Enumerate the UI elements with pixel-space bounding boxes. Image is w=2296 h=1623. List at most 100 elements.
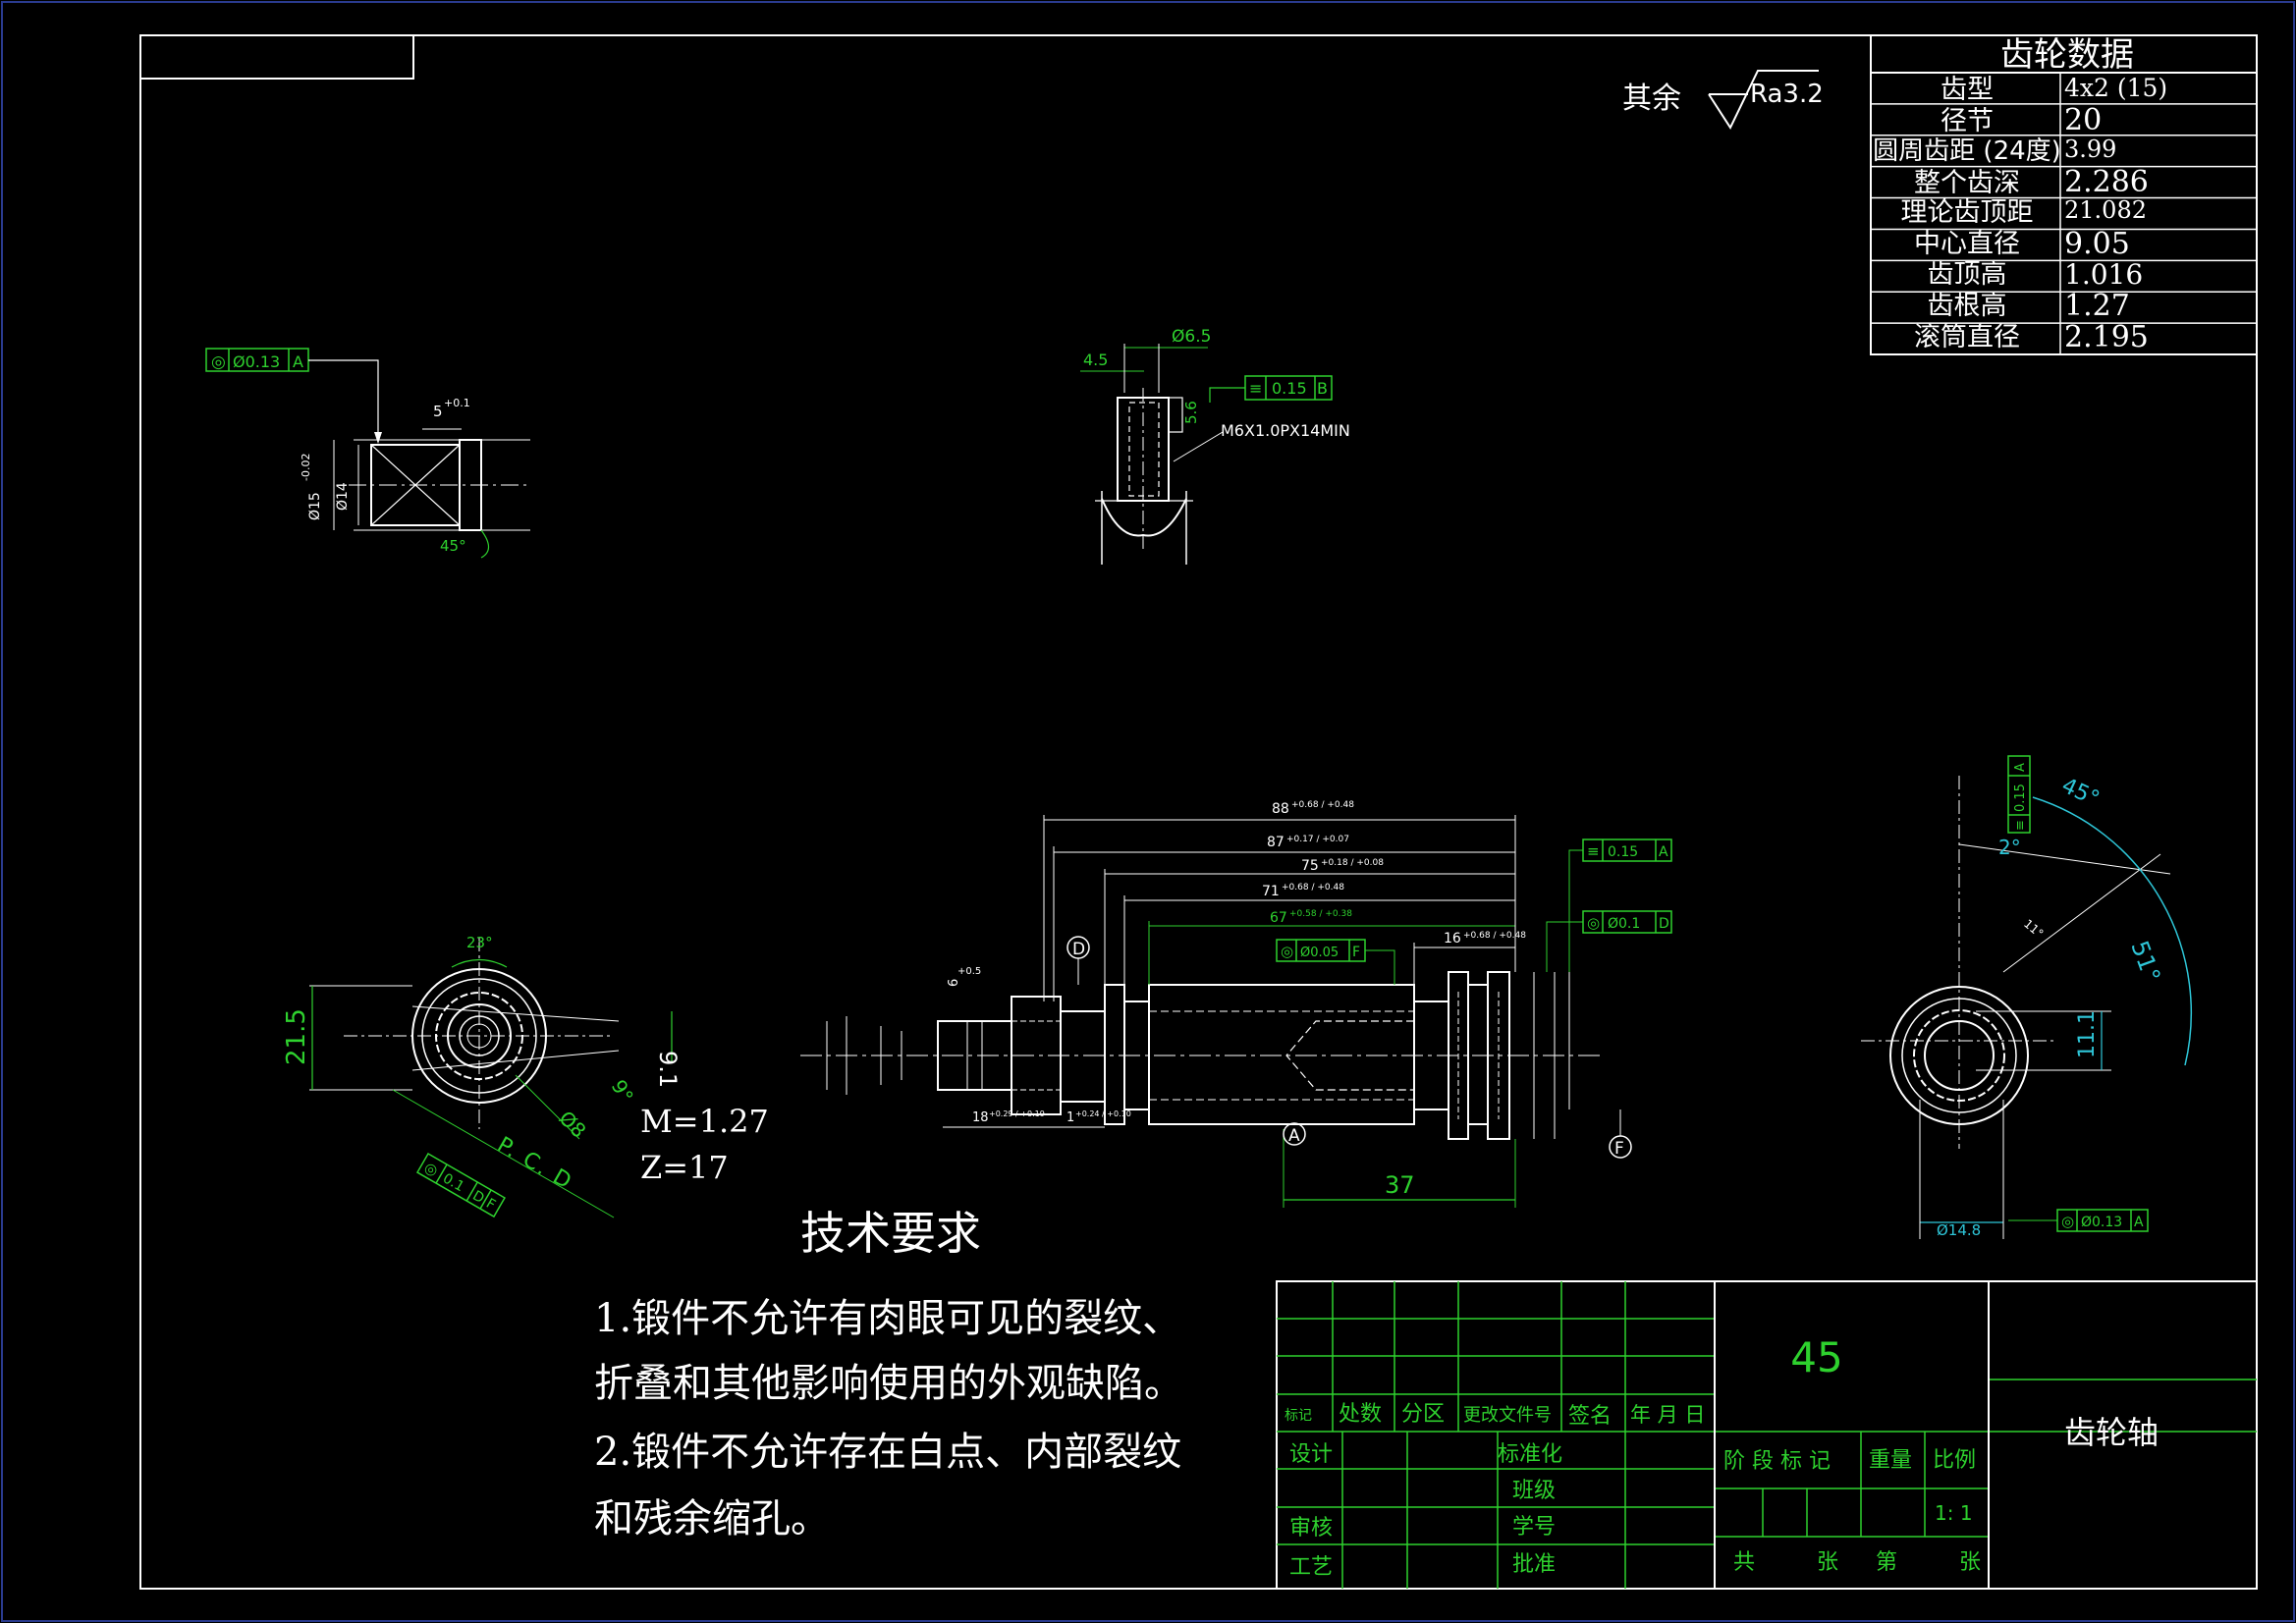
- svg-text:67: 67: [1270, 910, 1287, 926]
- svg-text:5.6: 5.6: [1182, 401, 1200, 424]
- svg-text:21.5: 21.5: [282, 1008, 311, 1065]
- svg-text:张: 张: [1959, 1550, 1981, 1575]
- gear-front-view: 23° 21.5 9.1 9° Ø8 P. C. D ◎ 0.1 D F: [282, 934, 682, 1218]
- svg-text:+0.18 / +0.08: +0.18 / +0.08: [1321, 858, 1384, 868]
- svg-text:4x2 (15): 4x2 (15): [2064, 74, 2167, 102]
- svg-text:18: 18: [972, 1110, 989, 1125]
- svg-text:A: A: [2013, 763, 2028, 772]
- datum-marker: F: [1609, 1109, 1632, 1159]
- part-name: 齿轮轴: [2064, 1414, 2159, 1451]
- tolerance-frame: ◎ Ø0.1 D: [1546, 910, 1672, 972]
- tolerance-frame: ◎ Ø0.05 F: [1276, 939, 1395, 985]
- roughness-note: 其余 Ra3.2: [1622, 70, 1824, 131]
- gear-table-row: 整个齿深 2.286: [1914, 165, 2149, 199]
- svg-text:2°: 2°: [1998, 836, 2021, 859]
- datum-marker: A: [1283, 1122, 1306, 1146]
- svg-text:37: 37: [1385, 1171, 1415, 1199]
- concentricity-icon: ◎: [1281, 943, 1293, 960]
- svg-text:径节: 径节: [1941, 106, 1994, 136]
- svg-text:齿型: 齿型: [1941, 75, 1994, 105]
- svg-text:9°: 9°: [607, 1076, 638, 1108]
- technical-requirements: 技术要求 1.锻件不允许有肉眼可见的裂纹、 折叠和其他影响使用的外观缺陷。 2.…: [594, 1207, 1183, 1542]
- svg-text:1: 1: [1066, 1110, 1074, 1125]
- scale-value: 1: 1: [1935, 1501, 1973, 1525]
- svg-text:分区: 分区: [1401, 1402, 1445, 1427]
- svg-text:阶 段 标 记: 阶 段 标 记: [1723, 1449, 1831, 1474]
- roughness-prefix: 其余: [1622, 81, 1681, 116]
- svg-text:0.15: 0.15: [1272, 379, 1307, 398]
- svg-text:年 月 日: 年 月 日: [1630, 1403, 1705, 1427]
- gear-table-row: 圆周齿距 (24度) 3.99: [1873, 135, 2116, 166]
- svg-text:批准: 批准: [1512, 1552, 1556, 1577]
- datum-marker: D: [1066, 936, 1090, 985]
- roughness-value: Ra3.2: [1750, 80, 1824, 109]
- svg-text:+0.68 / +0.48: +0.68 / +0.48: [1291, 800, 1354, 810]
- svg-text:5: 5: [433, 403, 443, 420]
- concentricity-icon: ◎: [1587, 914, 1600, 932]
- svg-text:工艺: 工艺: [1289, 1555, 1333, 1580]
- material-label: 45: [1790, 1333, 1842, 1381]
- svg-text:2.286: 2.286: [2064, 165, 2149, 199]
- tolerance-frame: ≡ 0.15 A: [1568, 839, 1672, 972]
- svg-text:0.15: 0.15: [2013, 784, 2028, 812]
- svg-text:D: D: [1659, 916, 1669, 932]
- svg-text:A: A: [1288, 1126, 1300, 1146]
- gear-table-row: 理论齿顶距 21.082: [1901, 196, 2147, 228]
- svg-text:Ø14.8: Ø14.8: [1937, 1221, 1981, 1239]
- title-block: 45 齿轮轴 标记 处数 分区 更改文件号 签名 年 月 日 设计 审核 工艺 …: [1276, 1280, 2258, 1590]
- svg-text:0.15: 0.15: [1608, 844, 1638, 860]
- svg-text:Ø15: Ø15: [307, 492, 323, 520]
- svg-text:标准化: 标准化: [1498, 1442, 1562, 1467]
- svg-text:和残余缩孔。: 和残余缩孔。: [594, 1496, 830, 1542]
- svg-text:A: A: [293, 352, 303, 371]
- svg-text:重量: 重量: [1869, 1448, 1912, 1473]
- gear-data-table: 齿轮数据 齿型 4x2 (15) 径节 20 圆周齿距 (24度) 3.99 整…: [1870, 34, 2258, 355]
- svg-text:Ø0.13: Ø0.13: [233, 352, 280, 371]
- svg-text:学号: 学号: [1512, 1515, 1556, 1540]
- svg-text:20: 20: [2064, 103, 2102, 137]
- svg-text:1.锻件不允许有肉眼可见的裂纹、: 1.锻件不允许有肉眼可见的裂纹、: [594, 1296, 1181, 1341]
- svg-text:+0.5: +0.5: [957, 966, 981, 977]
- svg-text:齿顶高: 齿顶高: [1928, 259, 2007, 290]
- corner-box: [139, 34, 414, 80]
- tolerance-frame: ◎ Ø0.13 A: [2008, 1209, 2149, 1232]
- concentricity-icon: ◎: [2061, 1213, 2074, 1230]
- svg-text:标记: 标记: [1285, 1408, 1312, 1424]
- svg-text:11°: 11°: [2021, 917, 2046, 941]
- svg-text:75: 75: [1301, 858, 1319, 874]
- svg-text:M6X1.0PX14MIN: M6X1.0PX14MIN: [1221, 421, 1350, 440]
- svg-text:45°: 45°: [440, 537, 466, 555]
- svg-text:9.1: 9.1: [654, 1051, 682, 1088]
- pcd-label: P. C. D: [493, 1133, 576, 1196]
- svg-text:中心直径: 中心直径: [1914, 229, 2020, 259]
- gear-table-row: 齿型 4x2 (15): [1941, 74, 2167, 105]
- svg-text:A: A: [1659, 844, 1668, 860]
- svg-text:处数: 处数: [1339, 1402, 1382, 1427]
- svg-text:+0.68 / +0.48: +0.68 / +0.48: [1282, 883, 1344, 893]
- svg-text:比例: 比例: [1933, 1448, 1976, 1473]
- svg-text:87: 87: [1267, 835, 1285, 850]
- svg-text:折叠和其他影响使用的外观缺陷。: 折叠和其他影响使用的外观缺陷。: [594, 1361, 1183, 1406]
- svg-text:A: A: [2134, 1215, 2144, 1230]
- svg-text:+0.68 / +0.48: +0.68 / +0.48: [1463, 931, 1526, 941]
- svg-text:23°: 23°: [466, 934, 493, 951]
- roughness-symbol: [1708, 70, 1819, 131]
- svg-text:1.016: 1.016: [2064, 258, 2143, 291]
- svg-text:6: 6: [947, 979, 961, 987]
- symmetry-icon: ≡: [2013, 820, 2028, 831]
- svg-text:21.082: 21.082: [2064, 196, 2147, 224]
- svg-text:9.05: 9.05: [2064, 227, 2130, 261]
- svg-text:11.1: 11.1: [2075, 1010, 2100, 1058]
- svg-text:16: 16: [1444, 931, 1461, 947]
- gear-table-row: 齿顶高 1.016: [1928, 258, 2144, 291]
- gear-table-title: 齿轮数据: [2000, 35, 2134, 75]
- svg-text:+0.1: +0.1: [444, 397, 470, 409]
- gear-table-row: 滚筒直径 2.195: [1914, 320, 2149, 354]
- svg-text:审核: 审核: [1289, 1516, 1333, 1541]
- svg-text:71: 71: [1262, 884, 1280, 899]
- svg-text:共: 共: [1733, 1550, 1755, 1575]
- gear-table-row: 中心直径 9.05: [1914, 227, 2130, 261]
- gear-parameters: M=1.27 Z=17: [640, 1103, 769, 1186]
- svg-text:整个齿深: 整个齿深: [1914, 168, 2020, 198]
